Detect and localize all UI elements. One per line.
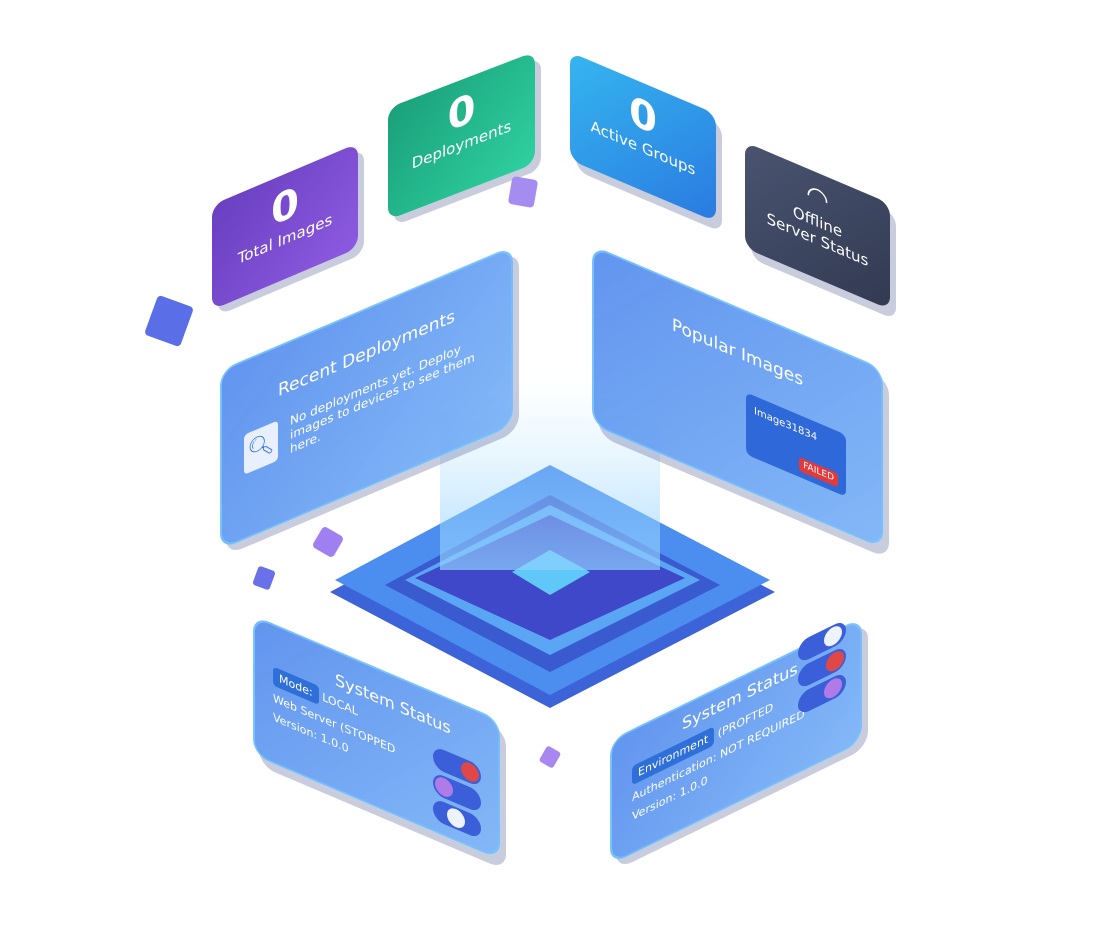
image-item[interactable]: Image31834 FAILED [746,392,846,497]
search-icon: 🔍︎ [244,420,278,475]
status-badge: FAILED [799,456,838,488]
image-name: Image31834 [754,405,818,444]
decorative-gem [507,175,539,209]
